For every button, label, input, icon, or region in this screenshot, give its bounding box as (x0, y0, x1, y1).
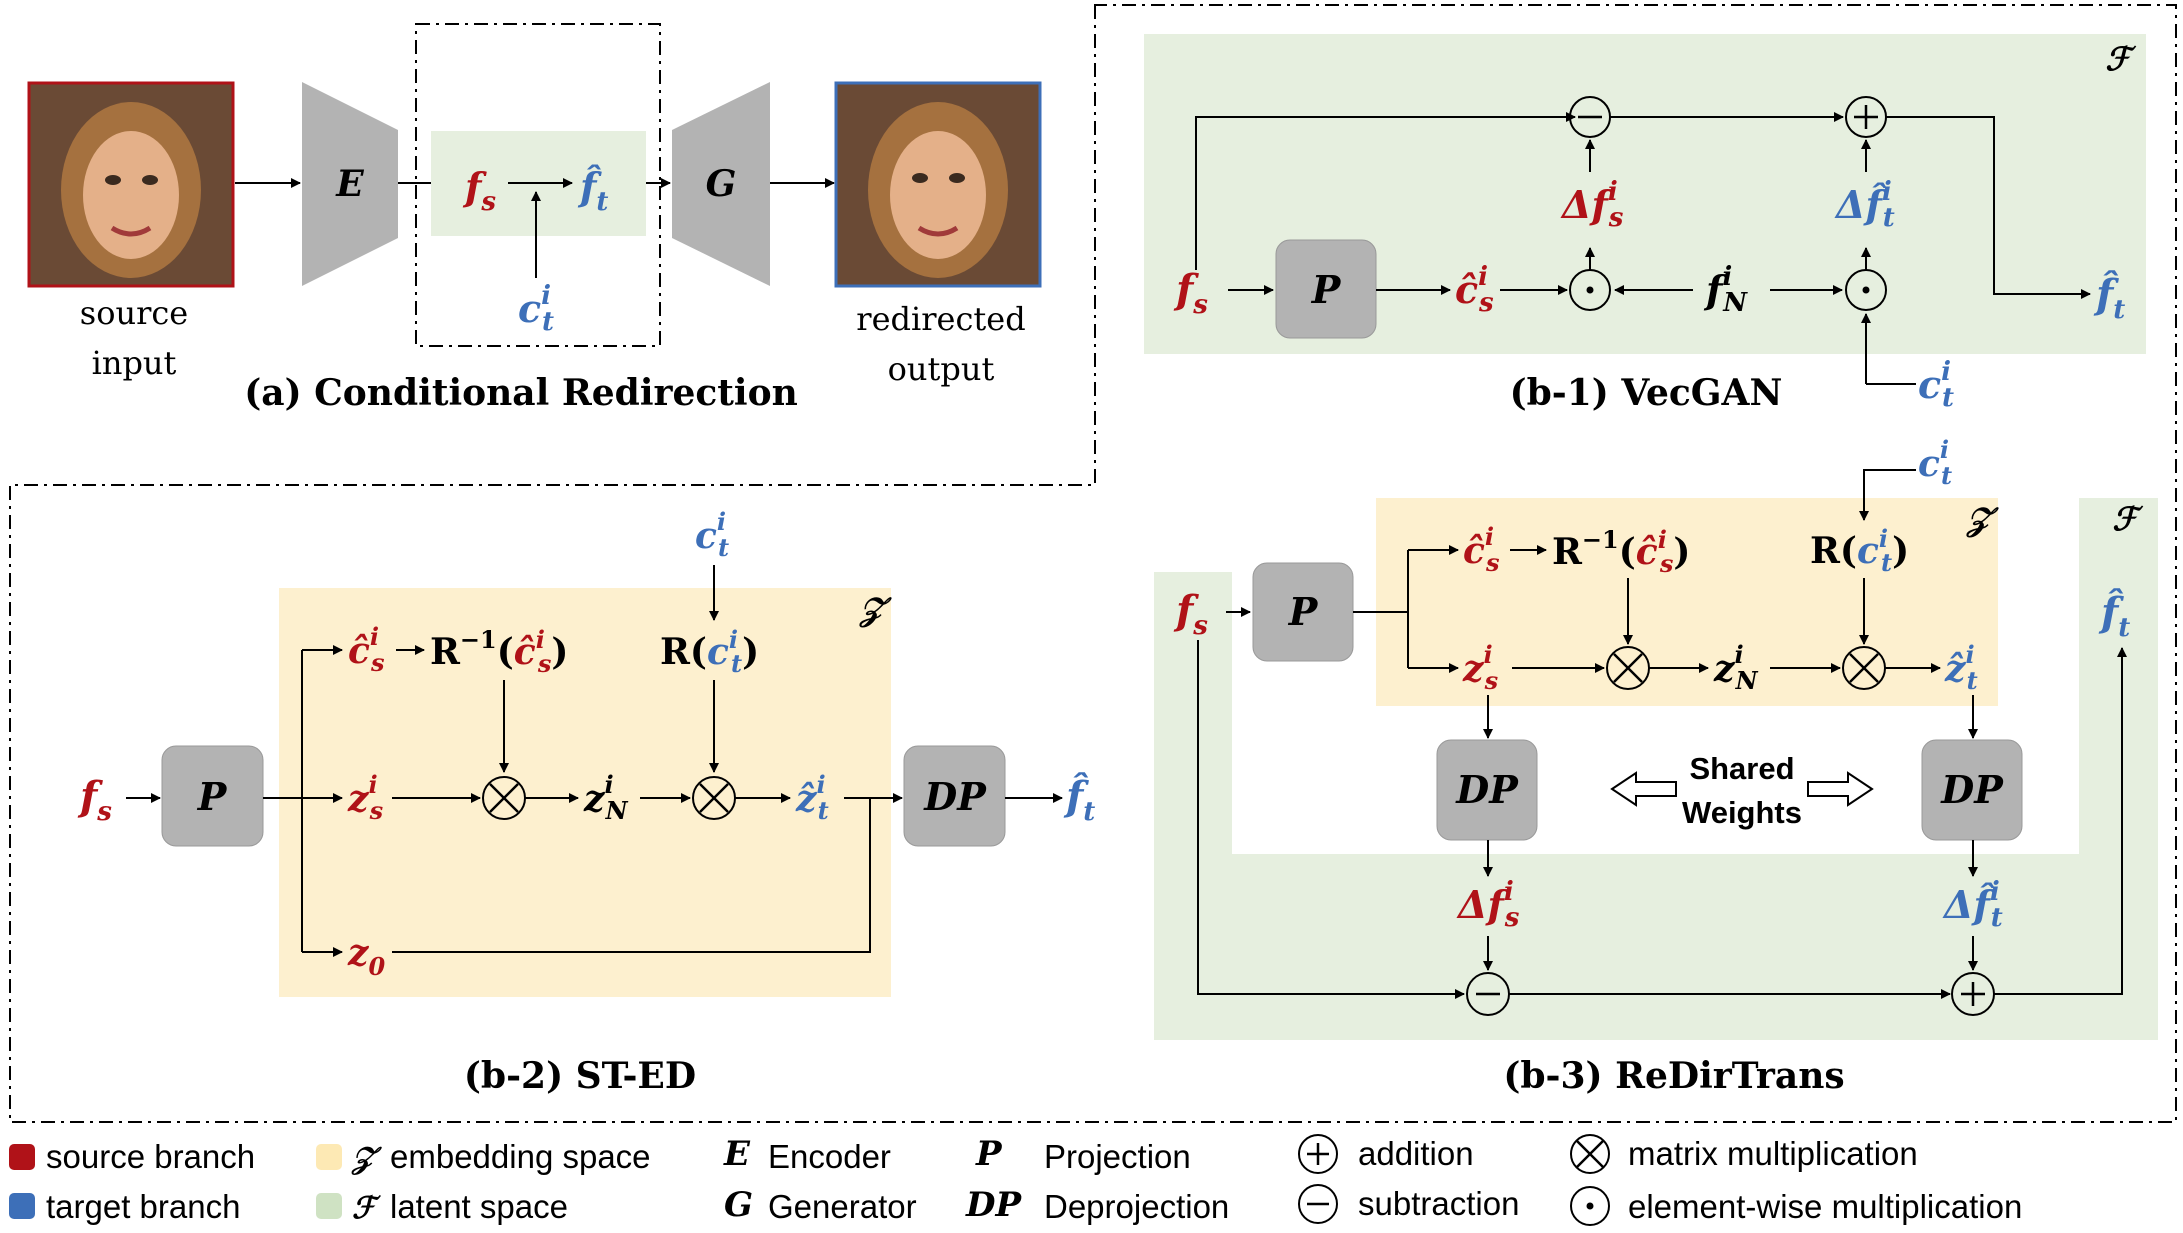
legend-generator: Generator (768, 1188, 917, 1225)
fs-bypass-b3 (1197, 640, 1465, 999)
bypass-line-b1 (1195, 112, 1576, 270)
embedding-swatch (316, 1144, 342, 1170)
embedding-space-b2 (279, 588, 891, 997)
panel-b3-title: (b-3) ReDirTrans (1503, 1055, 1844, 1097)
encoder-label: E (335, 163, 364, 205)
legend-g-symbol: G (724, 1185, 753, 1225)
legend-elementwise-icon (1570, 1186, 1610, 1226)
encoder-block (302, 82, 398, 286)
matmul-op-2-b3 (1842, 646, 1886, 690)
source-label-2: input (92, 344, 177, 382)
legend-addition: addition (1358, 1135, 1474, 1172)
shared-weights-label-1: Shared (1689, 751, 1794, 786)
legend-subtraction-icon (1298, 1184, 1338, 1224)
legend-source-branch: source branch (46, 1138, 255, 1175)
z0-line-b2 (392, 798, 871, 953)
legend: source branch target branch 𝒵 embedding … (9, 1134, 2022, 1226)
deprojection-label-1-b3: DP (1455, 767, 1519, 812)
legend-dp-symbol: DP (965, 1185, 1022, 1225)
legend-matrix-multiplication: matrix multiplication (1628, 1135, 1918, 1172)
latent-frame-a (415, 23, 661, 347)
legend-embedding-space: embedding space (390, 1138, 651, 1175)
legend-elementwise-multiplication: element-wise multiplication (1628, 1188, 2022, 1225)
legend-encoder: Encoder (768, 1138, 891, 1175)
z0-label-b2: z0 (347, 932, 385, 981)
right-hollow-arrow-icon (1807, 771, 1874, 807)
panel-b1-title: (b-1) VecGAN (1510, 372, 1783, 414)
projection-label-b1: P (1311, 267, 1342, 312)
legend-e-symbol: E (723, 1134, 751, 1174)
panel-borders (9, 4, 2177, 1123)
redirected-output-image (834, 81, 1042, 288)
left-hollow-arrow-icon (1610, 771, 1677, 807)
arrow-ct-r-b3 (1859, 469, 1916, 521)
arrow-plus-ft (1886, 116, 2091, 299)
legend-addition-icon (1298, 1134, 1338, 1174)
legend-matmul-icon (1570, 1134, 1610, 1174)
embedding-space-b3 (1376, 498, 1998, 706)
panel-a-title: (a) Conditional Redirection (244, 372, 798, 414)
projection-block-b2 (161, 745, 264, 847)
source-label-1: source (80, 294, 188, 332)
output-label-2: output (888, 350, 995, 388)
legend-target-branch: target branch (46, 1188, 240, 1225)
generator-block (672, 82, 770, 286)
deprojection-label-b2: DP (923, 774, 987, 819)
source-branch-swatch (9, 1144, 35, 1170)
target-branch-swatch (9, 1193, 35, 1219)
projection-label-b3: P (1288, 589, 1319, 634)
output-label-1: redirected (856, 300, 1025, 338)
legend-deprojection: Deprojection (1044, 1188, 1229, 1225)
legend-z-symbol: 𝒵 (351, 1141, 382, 1176)
latent-swatch (316, 1193, 342, 1219)
panel-b2-title: (b-2) ST-ED (464, 1055, 696, 1097)
legend-f-symbol: ℱ (352, 1191, 381, 1226)
panel-a-border (9, 4, 2177, 1123)
projection-label-b2: P (197, 774, 228, 819)
generator-label: G (706, 163, 737, 205)
latent-space-b3 (1154, 498, 2158, 1040)
arrow-plus-ft-b3 (1994, 647, 2127, 995)
legend-latent-space: latent space (390, 1188, 568, 1225)
ft-label-b2: f̂t (1063, 773, 1095, 827)
legend-projection: Projection (1044, 1138, 1191, 1175)
fs-label-b2: fs (77, 773, 112, 827)
legend-p-symbol: P (975, 1134, 1003, 1174)
deprojection-label-2-b3: DP (1940, 767, 2004, 812)
source-input-image (27, 81, 235, 288)
shared-weights-label-2: Weights (1682, 795, 1802, 830)
deprojection-block-b2 (903, 745, 1006, 847)
legend-subtraction: subtraction (1358, 1185, 1519, 1222)
